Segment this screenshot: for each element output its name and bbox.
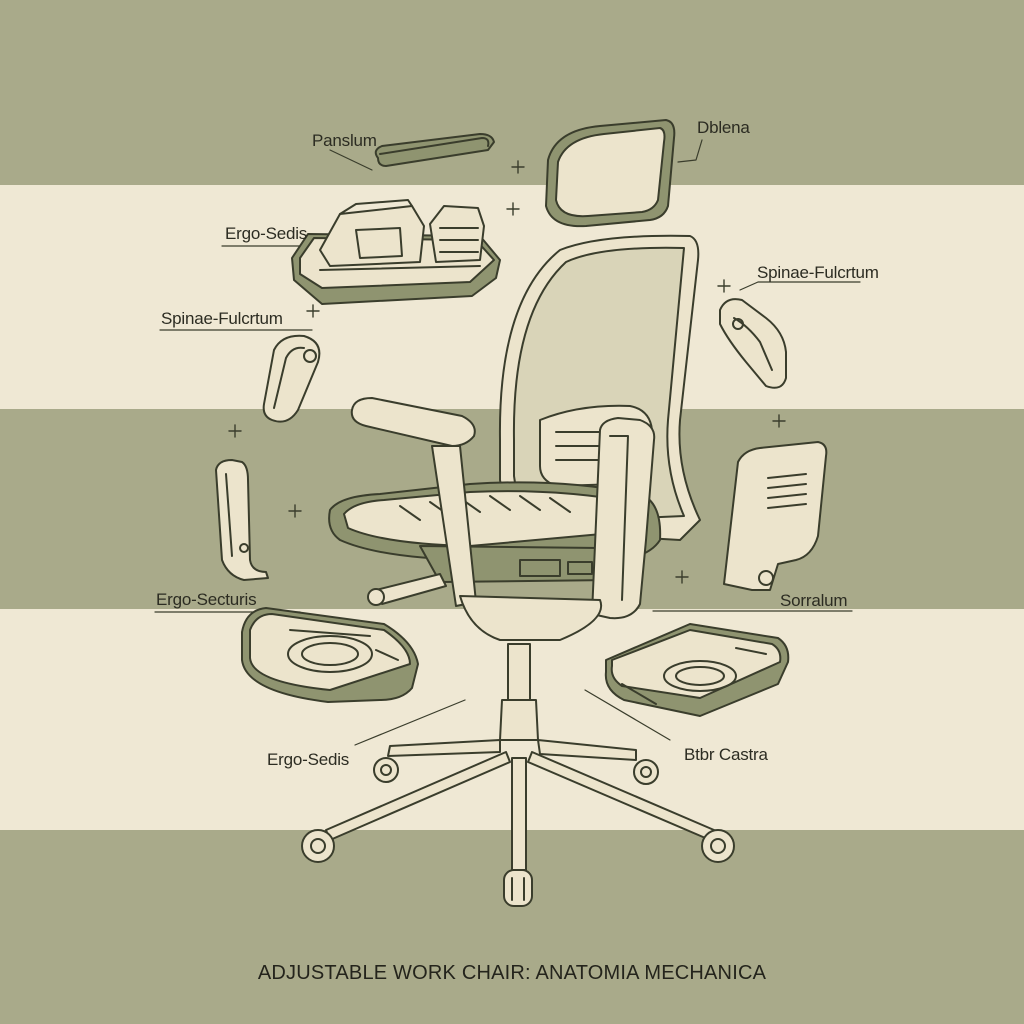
spinae-fulcrtum-right-part (719, 298, 787, 389)
sorralum-part (723, 441, 828, 591)
label-panslum: Panslum (312, 131, 377, 150)
label-ergo-sedis-bottom: Ergo-Sedis (267, 750, 350, 769)
label-dblena: Dblena (697, 118, 750, 137)
label-sorralum: Sorralum (780, 591, 848, 610)
label-spinae-fulcrtum-left: Spinae-Fulcrtum (161, 309, 283, 328)
ergo-sedis-mechanism-part (291, 199, 501, 305)
panslum-part (374, 133, 495, 167)
label-btbr-castra: Btbr Castra (684, 745, 768, 764)
ergo-secturis-tray-part (241, 607, 419, 703)
background-band-1 (0, 0, 1024, 185)
spinae-fulcrtum-left-part (262, 334, 321, 423)
label-ergo-secturis: Ergo-Secturis (156, 590, 257, 609)
plus-markers (228, 160, 786, 584)
leader-lines (154, 139, 861, 746)
label-spinae-fulcrtum-right: Spinae-Fulcrtum (757, 263, 879, 282)
right-base-tray-part (604, 623, 790, 717)
caster-wheels (301, 757, 735, 907)
diagram-caption: ADJUSTABLE WORK CHAIR: ANATOMIA MECHANIC… (257, 962, 767, 984)
headrest-part (545, 119, 676, 228)
left-side-bracket-part (215, 459, 269, 581)
main-chair-assembly (301, 234, 735, 907)
label-ergo-sedis-top: Ergo-Sedis (225, 224, 308, 243)
